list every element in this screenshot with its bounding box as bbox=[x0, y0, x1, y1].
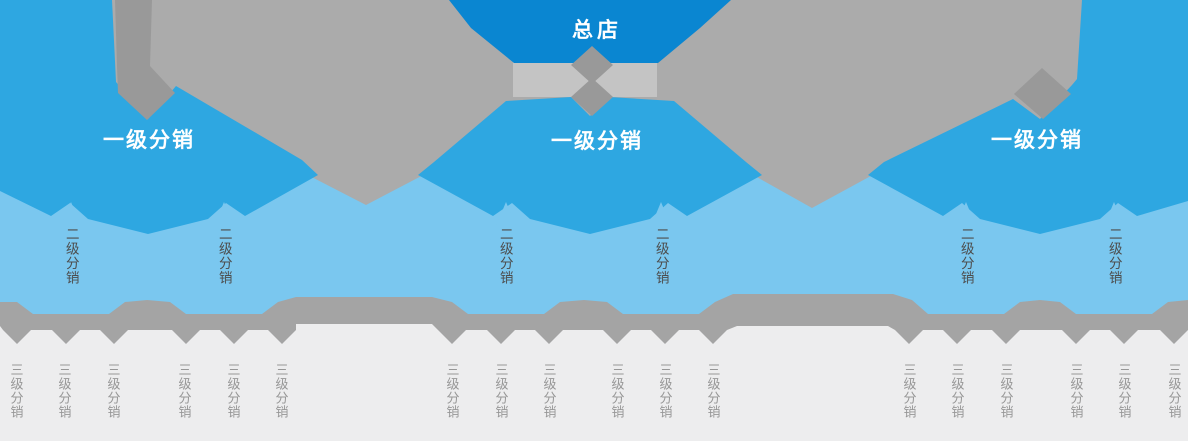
level1-node-label: 一级分销 bbox=[551, 130, 643, 153]
level3-node-label: 三级分销 bbox=[1166, 363, 1182, 419]
level3-node-label: 三级分销 bbox=[176, 363, 192, 419]
level3-node-label: 三级分销 bbox=[1068, 363, 1084, 419]
level3-node-label: 三级分销 bbox=[273, 363, 289, 419]
level1-node-right-shape bbox=[868, 0, 1188, 234]
level2-node-label: 二级分销 bbox=[653, 227, 669, 285]
level1-node-middle-shape bbox=[418, 97, 762, 234]
level2-node-peak bbox=[489, 202, 523, 243]
right-arrow-diamond bbox=[1014, 68, 1071, 119]
root-node-label: 总店 bbox=[572, 19, 622, 42]
level3-node-label: 三级分销 bbox=[444, 363, 460, 419]
level3-node-label: 三级分销 bbox=[657, 363, 673, 419]
level3-node-label: 三级分销 bbox=[8, 363, 24, 419]
level3-node-label: 三级分销 bbox=[998, 363, 1014, 419]
level3-connector-band bbox=[0, 294, 1188, 344]
root-arrow-diamond-2 bbox=[571, 78, 613, 116]
level1-node-label: 一级分销 bbox=[103, 129, 195, 152]
level2-node-label: 二级分销 bbox=[216, 227, 232, 285]
level2-node-label: 二级分销 bbox=[497, 227, 513, 285]
level2-node-label: 二级分销 bbox=[958, 227, 974, 285]
root-arrow-diamond-1 bbox=[571, 46, 613, 84]
level3-node-label: 三级分销 bbox=[1116, 363, 1132, 419]
level2-node-label: 二级分销 bbox=[1106, 227, 1122, 285]
level2-node-peak bbox=[1097, 202, 1131, 243]
level1-node-left-shape bbox=[0, 0, 318, 234]
level3-node-label: 三级分销 bbox=[56, 363, 72, 419]
level3-node-label: 三级分销 bbox=[705, 363, 721, 419]
level2-node-peak bbox=[949, 202, 983, 243]
level3-node-label: 三级分销 bbox=[949, 363, 965, 419]
level2-node-peak bbox=[54, 202, 88, 243]
level2-node-label: 二级分销 bbox=[63, 227, 79, 285]
level3-node-label: 三级分销 bbox=[225, 363, 241, 419]
level3-node-label: 三级分销 bbox=[901, 363, 917, 419]
root-node-shape bbox=[449, 0, 731, 63]
left-ribbon-arrow bbox=[115, 0, 175, 120]
level2-node-peak bbox=[644, 202, 678, 243]
level1-node-label: 一级分销 bbox=[991, 129, 1083, 152]
level3-node-label: 三级分销 bbox=[609, 363, 625, 419]
level2-node-peak bbox=[207, 202, 241, 243]
level3-node-label: 三级分销 bbox=[541, 363, 557, 419]
level3-node-label: 三级分销 bbox=[105, 363, 121, 419]
level3-node-label: 三级分销 bbox=[493, 363, 509, 419]
